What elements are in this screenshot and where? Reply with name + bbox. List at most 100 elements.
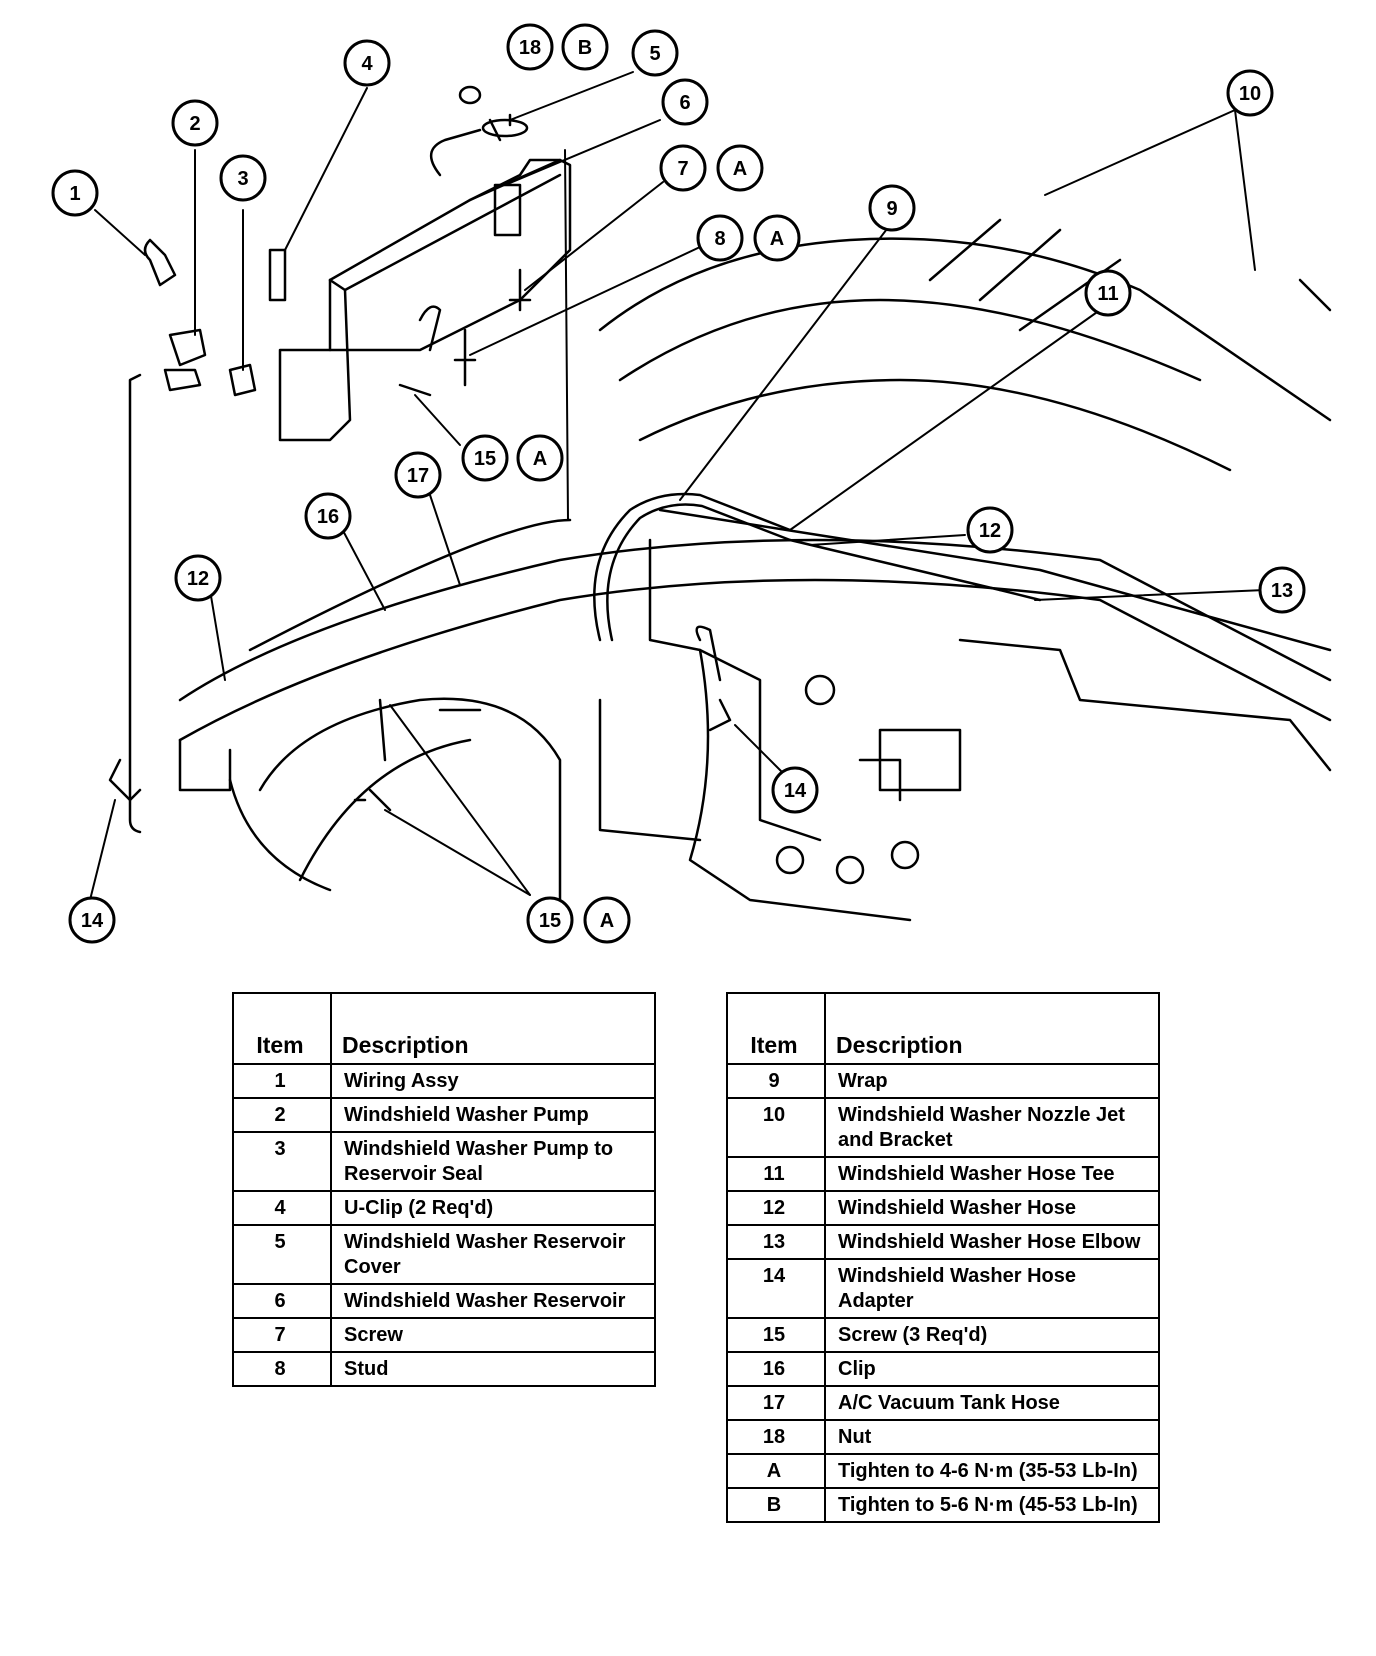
callout-18-label: 18 (519, 37, 541, 59)
table-cell-description: Wrap (825, 1064, 1158, 1099)
parts-diagram: 1 2 3 4 18 B 5 6 7 A 8 A 9 10 11 12 12 1… (51, 23, 1332, 944)
callout-5-label: 5 (649, 43, 660, 65)
table-cell-item: 3 (234, 1132, 332, 1192)
table-cell-item: 8 (234, 1352, 332, 1385)
reservoir-drawing (278, 85, 572, 521)
table-cell-description: A/C Vacuum Tank Hose (825, 1386, 1158, 1421)
callout-7-A (716, 144, 764, 192)
callout-15-upper-label: 15 (474, 448, 496, 470)
table-cell-item: 4 (234, 1191, 332, 1226)
callout-3-label: 3 (237, 168, 248, 190)
callout-7-label: 7 (677, 158, 688, 180)
table-cell-description: Windshield Washer Reservoir (331, 1284, 654, 1319)
table-cell-description: Tighten to 4-6 N·m (35-53 Lb-In) (825, 1454, 1158, 1489)
table-cell-item: 9 (728, 1064, 826, 1099)
callout-16 (304, 492, 352, 540)
table-cell-item: 18 (728, 1420, 826, 1455)
table-cell-item: 17 (728, 1386, 826, 1421)
callout-17 (394, 451, 442, 499)
callout-1-label: 1 (69, 183, 80, 205)
callout-14-right (771, 766, 819, 814)
pump-drawing (128, 238, 257, 834)
table-cell-item: 6 (234, 1284, 332, 1319)
callout-B (561, 23, 609, 71)
callout-13-label: 13 (1271, 580, 1293, 602)
callout-9-label: 9 (886, 198, 897, 220)
table-left-description-header: Description (331, 994, 654, 1065)
callout-16-label: 16 (317, 506, 339, 528)
table-cell-description: Stud (344, 1358, 389, 1380)
table-cell-description: Windshield Washer Reservoir Cover (331, 1225, 654, 1285)
callout-4-label: 4 (361, 53, 373, 75)
table-cell-item: 13 (728, 1225, 826, 1260)
callout-10-label: 10 (1239, 83, 1261, 105)
table-cell-item: A (728, 1454, 826, 1489)
callout-7-A-label: A (733, 158, 747, 180)
table-cell-item: 12 (728, 1191, 826, 1226)
callout-12-left-label: 12 (187, 568, 209, 590)
table-cell-item: 10 (728, 1098, 826, 1158)
table-cell-item: 2 (234, 1098, 332, 1133)
callout-14-left-label: 14 (81, 910, 104, 932)
leader-lines (89, 71, 1266, 901)
table-right-description-header: Description (825, 994, 1158, 1065)
callout-14-left (68, 896, 116, 944)
callout-5 (631, 29, 679, 77)
table-cell-item: 7 (234, 1318, 332, 1353)
callout-12-right-label: 12 (979, 520, 1001, 542)
table-cell-item: 5 (234, 1225, 332, 1285)
table-cell-description: Windshield Washer Hose (825, 1191, 1158, 1226)
callout-2-label: 2 (189, 113, 200, 135)
callout-6-label: 6 (679, 92, 690, 114)
callout-14-right-label: 14 (784, 780, 807, 802)
callout-3 (219, 154, 267, 202)
table-cell-description: Tighten to 5-6 N·m (45-53 Lb-In) (838, 1494, 1138, 1516)
table-cell-description: Clip (825, 1352, 1158, 1387)
callout-15-lower-A (583, 896, 631, 944)
callout-15-upper-A-label: A (533, 448, 547, 470)
table-cell-description: U-Clip (2 Req'd) (331, 1191, 654, 1226)
callout-15-lower-label: 15 (539, 910, 561, 932)
table-cell-description: Windshield Washer Hose Elbow (825, 1225, 1158, 1260)
table-cell-description: Windshield Washer Pump (331, 1098, 654, 1133)
callout-8-A-label: A (770, 228, 784, 250)
callout-15-upper (461, 434, 509, 482)
callout-2 (171, 99, 219, 147)
table-cell-item: 15 (728, 1318, 826, 1353)
table-cell-item: 14 (728, 1259, 826, 1319)
table-cell-item: 11 (728, 1157, 826, 1192)
vehicle-body-drawing (178, 218, 1332, 922)
table-cell-description: Screw (3 Req'd) (825, 1318, 1158, 1353)
callout-8 (696, 214, 744, 262)
callout-6 (661, 78, 709, 126)
callout-8-A (753, 214, 801, 262)
table-cell-item: B (728, 1488, 826, 1521)
callout-15-lower (526, 896, 574, 944)
fasteners-drawing (268, 248, 532, 812)
callout-7 (659, 144, 707, 192)
callout-10 (1226, 69, 1274, 117)
callout-18 (506, 23, 554, 71)
table-cell-item: 1 (234, 1064, 332, 1099)
callout-15-lower-A-label: A (600, 910, 614, 932)
callout-12-left (174, 554, 222, 602)
callout-11-label: 11 (1097, 283, 1118, 305)
callout-11 (1084, 269, 1132, 317)
callout-17-label: 17 (407, 465, 429, 487)
table-cell-description: Nut (825, 1420, 1158, 1455)
table-cell-description: Windshield Washer Nozzle Jet and Bracket (825, 1098, 1158, 1158)
